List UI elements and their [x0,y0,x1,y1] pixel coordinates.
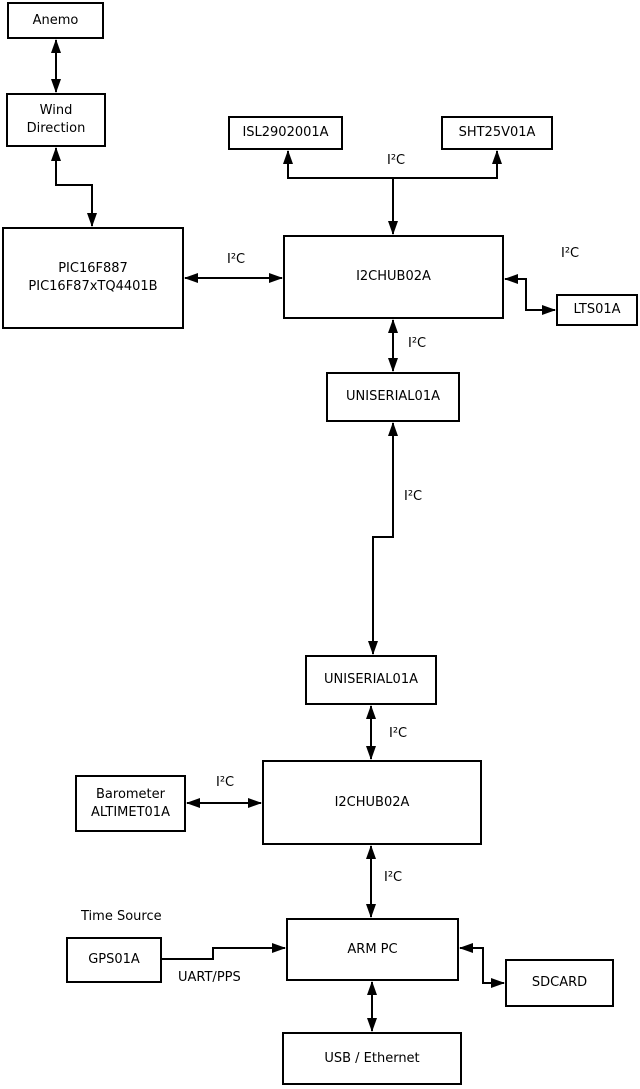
uniserial-bottom-box: UNISERIAL01A [305,655,437,705]
i2c-bus-label: I²C [216,775,235,790]
i2c-bus-label: I²C [387,153,406,168]
barometer-box: Barometer ALTIMET01A [75,775,186,832]
i2c-bus-label: I²C [227,252,246,267]
isl-sensor-box: ISL2902001A [228,116,343,150]
sht-sensor-box: SHT25V01A [441,116,553,150]
pic-microcontroller-box: PIC16F887 PIC16F87xTQ4401B [2,227,184,329]
lts-sensor-box: LTS01A [556,294,638,326]
sdcard-box: SDCARD [505,959,614,1007]
wire-wind-pic [51,147,97,227]
uniserial-top-box: UNISERIAL01A [326,372,460,422]
i2c-bus-label: I²C [404,489,423,504]
i2c-bus-label: I²C [389,726,408,741]
uart-pps-label: UART/PPS [178,970,241,985]
wind-direction-box: Wind Direction [6,93,106,147]
gps-box: GPS01A [66,937,162,983]
time-source-label: Time Source [81,909,162,924]
wire-i2chub1-lts [504,274,556,315]
i2c-bus-label: I²C [561,246,580,261]
i2c-hub-top-box: I2CHUB02A [283,235,504,319]
i2c-bus-label: I²C [408,336,427,351]
wire-gps-armpc [162,943,286,960]
i2c-bus-label: I²C [384,870,403,885]
i2c-hub-bottom-box: I2CHUB02A [262,760,482,845]
usb-ethernet-box: USB / Ethernet [282,1032,462,1085]
wire-uniserial1-uniserial2 [368,422,398,655]
wire-armpc-sdcard [459,943,505,988]
anemo-box: Anemo [7,2,104,39]
arm-pc-box: ARM PC [286,918,459,981]
